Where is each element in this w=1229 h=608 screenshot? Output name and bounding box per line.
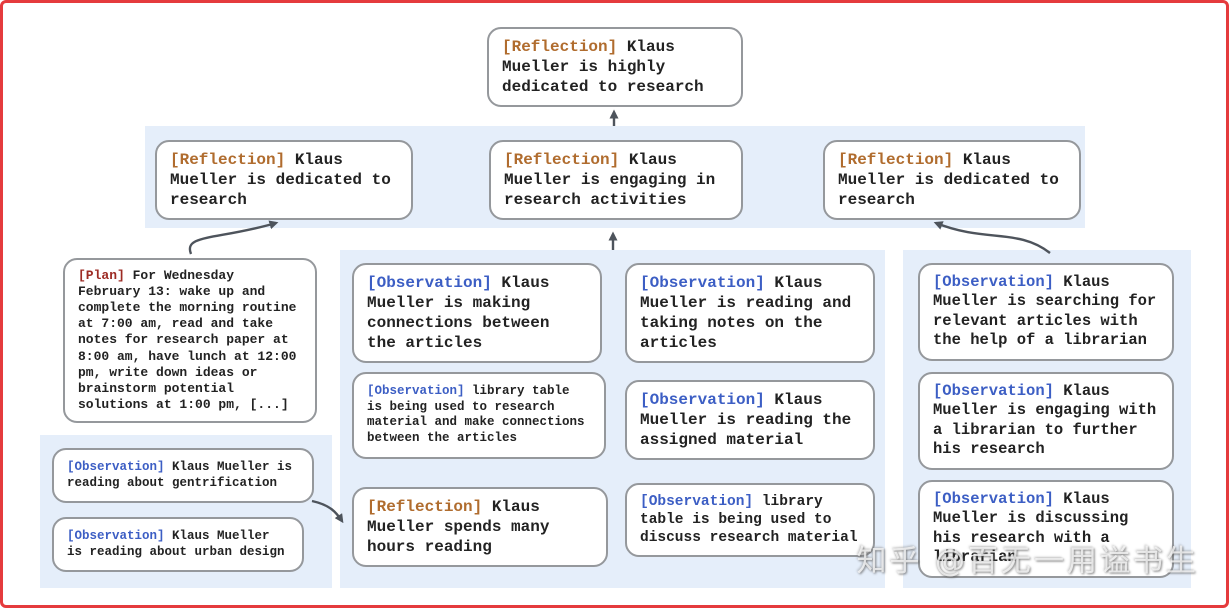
plan-tag: [Plan] — [78, 268, 125, 283]
node-obs-assigned-material: [Observation]Klaus Mueller is reading th… — [625, 380, 875, 460]
observation-tag: [Observation] — [933, 273, 1054, 291]
node-text: library table is being used to research … — [367, 384, 585, 445]
node-text: Klaus Mueller is reading about urban des… — [67, 529, 285, 559]
observation-tag: [Observation] — [67, 460, 165, 474]
zhihu-watermark: 知乎 @百无一用谥书生 — [856, 544, 1199, 579]
node-text: Klaus Mueller is reading the assigned ma… — [640, 391, 852, 449]
reflection-tag: [Reflection] — [367, 498, 483, 516]
observation-tag: [Observation] — [367, 274, 492, 292]
observation-tag: [Observation] — [933, 490, 1054, 508]
node-text: Klaus Mueller is making connections betw… — [367, 274, 550, 352]
node-text: Klaus Mueller is searching for relevant … — [933, 273, 1157, 350]
node-reflection-dedicated-right: [Reflection]Klaus Mueller is dedicated t… — [823, 140, 1081, 220]
node-text: For Wednesday February 13: wake up and c… — [78, 268, 297, 412]
node-reflection-hours-reading: [Reflection]Klaus Mueller spends many ho… — [352, 487, 608, 567]
reflection-tag: [Reflection] — [502, 38, 618, 56]
node-text: Klaus Mueller is reading and taking note… — [640, 274, 852, 352]
reflection-tag: [Reflection] — [170, 151, 286, 169]
node-obs-gentrification: [Observation]Klaus Mueller is reading ab… — [52, 448, 314, 504]
node-obs-library-research: [Observation]library table is being used… — [352, 372, 606, 459]
node-obs-urban-design: [Observation]Klaus Mueller is reading ab… — [52, 517, 304, 573]
node-text: library table is being used to discuss r… — [640, 494, 858, 547]
node-text: Klaus Mueller is dedicated to research — [838, 151, 1059, 209]
reflection-tag: [Reflection] — [504, 151, 620, 169]
node-text: Klaus Mueller is highly dedicated to res… — [502, 38, 704, 96]
observation-tag: [Observation] — [67, 529, 165, 543]
node-obs-taking-notes: [Observation]Klaus Mueller is reading an… — [625, 263, 875, 363]
node-obs-discussing-librarian: [Observation]Klaus Mueller is discussing… — [918, 480, 1174, 578]
node-text: Klaus Mueller is reading about gentrific… — [67, 460, 293, 490]
node-obs-engaging-librarian: [Observation]Klaus Mueller is engaging w… — [918, 372, 1174, 470]
node-text: Klaus Mueller is engaging with a librari… — [933, 382, 1157, 459]
observation-tag: [Observation] — [640, 274, 765, 292]
node-reflection-dedicated-left: [Reflection]Klaus Mueller is dedicated t… — [155, 140, 413, 220]
node-text: Klaus Mueller is dedicated to research — [170, 151, 391, 209]
observation-tag: [Observation] — [933, 382, 1054, 400]
node-plan: [Plan]For Wednesday February 13: wake up… — [63, 258, 317, 423]
observation-tag: [Observation] — [367, 384, 465, 398]
node-reflection-engaging: [Reflection]Klaus Mueller is engaging in… — [489, 140, 743, 220]
node-text: Klaus Mueller spends many hours reading — [367, 498, 550, 556]
observation-tag: [Observation] — [640, 494, 754, 510]
node-obs-library-discuss: [Observation]library table is being used… — [625, 483, 875, 558]
node-top-reflection: [Reflection]Klaus Mueller is highly dedi… — [487, 27, 743, 107]
observation-tag: [Observation] — [640, 391, 765, 409]
node-obs-connections: [Observation]Klaus Mueller is making con… — [352, 263, 602, 363]
node-text: Klaus Mueller is engaging in research ac… — [504, 151, 716, 209]
node-text: Klaus Mueller is discussing his research… — [933, 490, 1129, 567]
reflection-tag: [Reflection] — [838, 151, 954, 169]
node-obs-searching-articles: [Observation]Klaus Mueller is searching … — [918, 263, 1174, 361]
